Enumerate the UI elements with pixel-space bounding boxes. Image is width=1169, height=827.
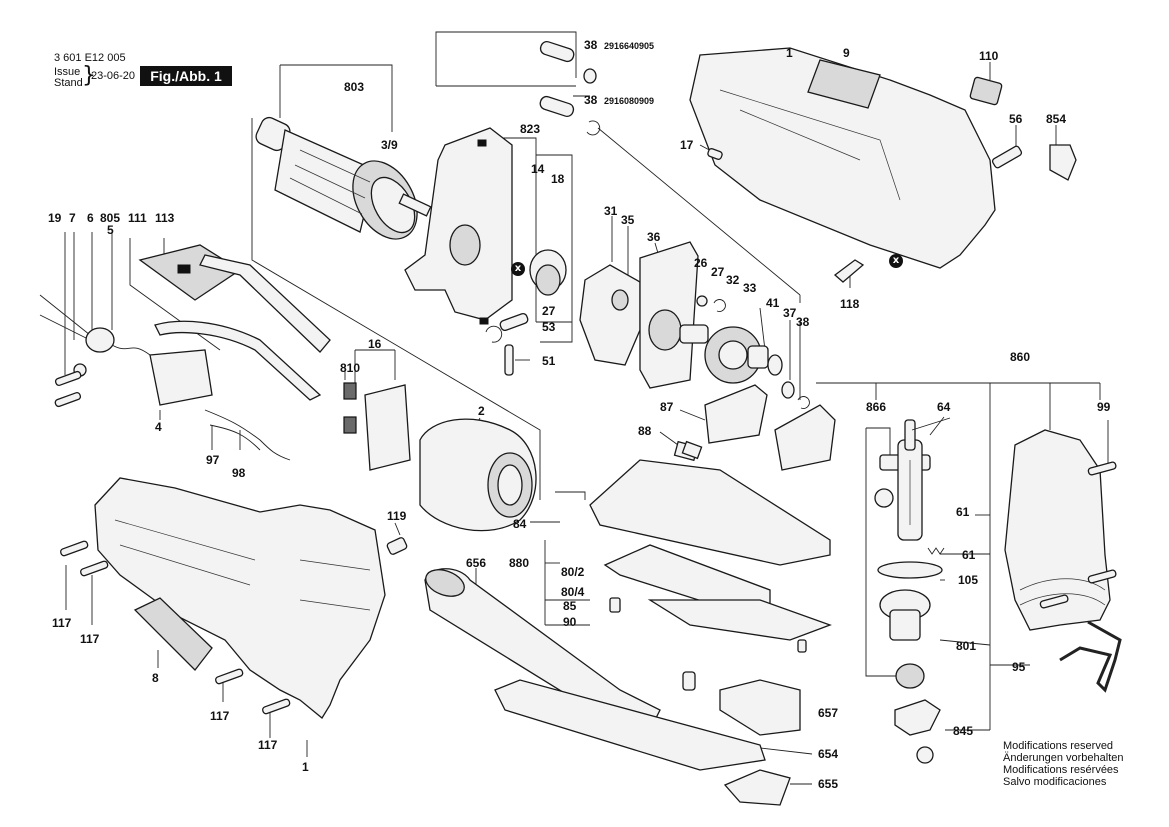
callout-53: 53	[542, 320, 556, 334]
shoe-plate	[494, 679, 801, 806]
callout-87: 87	[660, 400, 674, 414]
callout-845: 845	[953, 724, 974, 738]
callout-64: 64	[937, 400, 951, 414]
callout-854: 854	[1046, 112, 1067, 126]
callout-36: 36	[647, 230, 661, 244]
callout-805: 805	[100, 211, 121, 225]
callout-801: 801	[956, 639, 977, 653]
callout-14: 14	[531, 162, 545, 176]
callout-61-b: 61	[962, 548, 976, 562]
callout-38-right: 38	[796, 315, 810, 329]
brace-symbol: }	[82, 63, 96, 88]
callout-99: 99	[1097, 400, 1111, 414]
callout-1-bottom: 1	[302, 760, 309, 774]
callout-27-right: 27	[711, 265, 725, 279]
callout-97: 97	[206, 453, 220, 467]
callout-95: 95	[1012, 660, 1026, 674]
pin-upper	[539, 40, 601, 136]
issue-date: 23-06-20	[91, 70, 136, 82]
notice-de: Änderungen vorbehalten	[1003, 752, 1124, 764]
callout-119: 119	[387, 509, 407, 523]
callout-110: 110	[979, 49, 999, 63]
armature	[255, 116, 432, 240]
callout-810: 810	[340, 361, 361, 375]
callout-17: 17	[680, 138, 694, 152]
callout-19: 19	[48, 211, 62, 225]
callout-88: 88	[638, 424, 652, 438]
blade-holder	[874, 417, 951, 764]
callout-656: 656	[466, 556, 487, 570]
callout-41: 41	[766, 296, 780, 310]
front-cover	[1004, 429, 1122, 693]
callout-31: 31	[604, 204, 618, 218]
callout-32: 32	[726, 273, 740, 287]
callout-117-c: 117	[210, 709, 230, 723]
callout-117-b: 117	[80, 632, 100, 646]
callout-90: 90	[563, 615, 577, 629]
callout-4: 4	[155, 420, 162, 434]
marker-x-left: x	[511, 262, 525, 276]
document-number: 3 601 E12 005	[54, 52, 126, 64]
callout-85: 85	[563, 599, 577, 613]
handle-housing	[60, 477, 408, 719]
callout-56: 56	[1009, 112, 1023, 126]
callout-823: 823	[520, 122, 541, 136]
main-housing	[689, 47, 1077, 283]
callout-80-2: 80/2	[561, 565, 585, 579]
callout-2: 2	[478, 404, 485, 418]
gear-plate	[579, 241, 836, 471]
callout-5: 5	[107, 223, 114, 237]
callout-117-a: 117	[52, 616, 72, 630]
modifications-notice: Modifications reserved Änderungen vorbeh…	[1003, 740, 1123, 788]
callout-16: 16	[368, 337, 382, 351]
callout-866: 866	[866, 400, 887, 414]
callout-80-4: 80/4	[561, 585, 585, 599]
callout-860: 860	[1010, 350, 1031, 364]
callout-61-a: 61	[956, 505, 970, 519]
callout-880: 880	[509, 556, 530, 570]
callout-7: 7	[69, 211, 76, 225]
callout-105: 105	[958, 573, 979, 587]
callout-84: 84	[513, 517, 527, 531]
callout-35: 35	[621, 213, 635, 227]
callout-98: 98	[232, 466, 246, 480]
callout-3-9: 3/9	[381, 138, 398, 152]
callout-803: 803	[344, 80, 365, 94]
callout-9: 9	[843, 46, 850, 60]
callout-6: 6	[87, 211, 94, 225]
callout-38-mid: 38	[584, 93, 598, 107]
callout-657: 657	[818, 706, 839, 720]
figure-label: Fig./Abb. 1	[140, 66, 232, 86]
callout-18: 18	[551, 172, 565, 186]
callout-113: 113	[155, 211, 175, 225]
notice-es: Salvo modificaciones	[1003, 776, 1107, 788]
stand-label: Stand	[54, 77, 83, 89]
callout-27-left: 27	[542, 304, 556, 318]
callout-38-top: 38	[584, 38, 598, 52]
callout-655: 655	[818, 777, 839, 791]
notice-fr: Modifications resérvées	[1003, 764, 1119, 776]
stator	[343, 382, 537, 532]
callout-51: 51	[542, 354, 556, 368]
callout-654: 654	[818, 747, 839, 761]
part-number-seal-top: 2916640905	[604, 41, 655, 51]
callout-117-d: 117	[258, 738, 278, 752]
base-plate	[555, 440, 832, 691]
switch-assembly	[39, 244, 331, 461]
motor-bracket	[404, 127, 567, 376]
issue-label: Issue	[54, 66, 81, 78]
callout-111: 111	[128, 211, 147, 225]
callout-33: 33	[743, 281, 757, 295]
callout-8: 8	[152, 671, 159, 685]
callout-26: 26	[694, 256, 708, 270]
part-number-seal-bottom: 2916080909	[604, 96, 655, 106]
leader-lines	[64, 31, 1109, 785]
marker-x-right: x	[889, 254, 903, 268]
callout-118: 118	[840, 297, 860, 311]
callout-37: 37	[783, 306, 797, 320]
callout-1-top: 1	[786, 46, 793, 60]
notice-en: Modifications reserved	[1003, 740, 1114, 752]
